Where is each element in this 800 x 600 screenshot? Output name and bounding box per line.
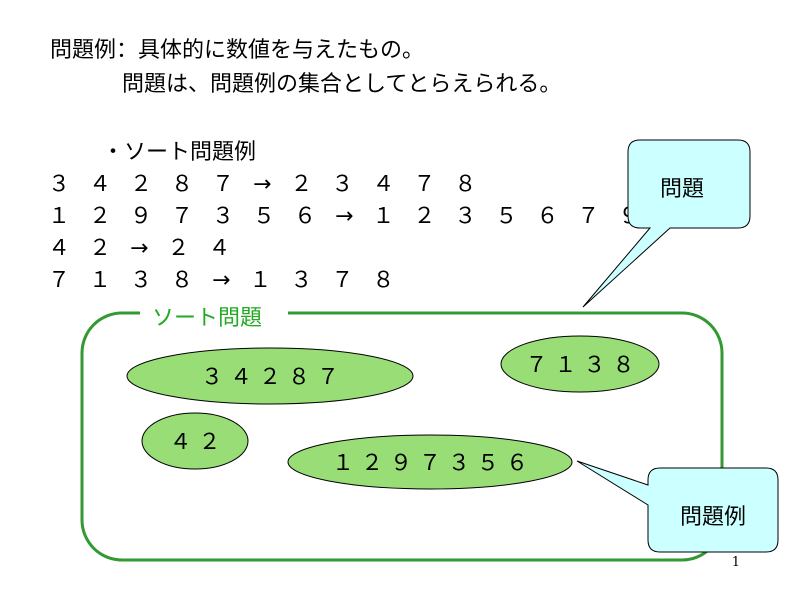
sort-example-row-2: １ ２ ９ ７ ３ ５ ６ → １ ２ ３ ５ ６ ７ ９ xyxy=(48,204,647,229)
set-label-background xyxy=(140,302,288,328)
set-label: ソート問題 xyxy=(152,306,262,331)
sort-example-row-4: ７ １ ３ ８ → １ ３ ７ ８ xyxy=(48,268,401,293)
instance-label-2: ７ １ ３ ８ xyxy=(526,353,635,378)
sort-example-row-1: ３ ４ ２ ８ ７ → ２ ３ ４ ７ ８ xyxy=(48,172,483,197)
relation-text: 問題は、問題例の集合としてとらえられる。 xyxy=(122,72,562,97)
instance-label-1: ３ ４ ２ ８ ７ xyxy=(201,365,339,390)
instance-label-3: ４ ２ xyxy=(170,430,221,455)
instance-ellipse-2 xyxy=(500,335,660,393)
page-number: 1 xyxy=(731,555,740,570)
instance-ellipse-1 xyxy=(126,347,414,405)
sort-examples-heading: ・ソート問題例 xyxy=(102,140,257,165)
instance-ellipse-4 xyxy=(287,434,573,490)
instance-label-4: １ ２ ９ ７ ３ ５ ６ xyxy=(332,451,528,476)
instance-callout-label: 問題例 xyxy=(680,505,746,530)
problem-callout-label: 問題 xyxy=(660,177,704,202)
problem-callout xyxy=(582,139,751,308)
instance-callout xyxy=(576,460,779,553)
problem-set-border xyxy=(80,311,724,562)
instance-ellipse-3 xyxy=(141,412,249,470)
definition-text: 問題例：具体的に数値を与えたもの。 xyxy=(50,38,425,63)
sort-example-row-3: ４ ２ → ２ ４ xyxy=(48,236,237,261)
